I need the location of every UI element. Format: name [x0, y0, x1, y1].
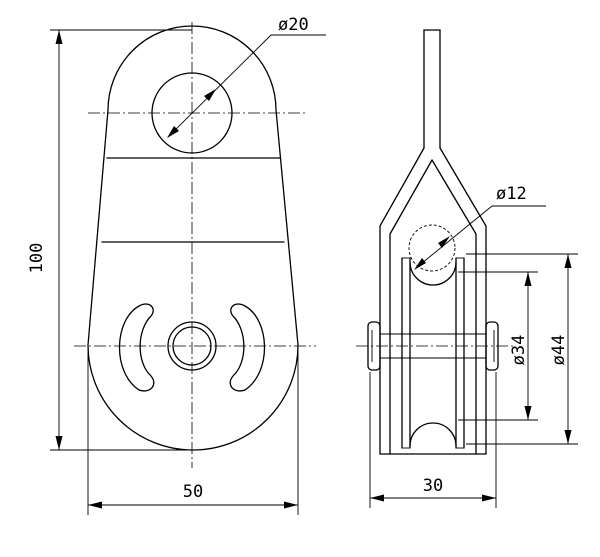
sheave-left-flange: [401, 257, 411, 449]
dimension-inner-diameter-34: [458, 271, 538, 421]
dimension-pin-diameter: [414, 205, 546, 270]
dimension-side-width-30: [369, 372, 497, 508]
side-plate-right-outer: [439, 147, 487, 455]
right-slot: [229, 303, 266, 392]
dimension-eye-diameter: [167, 34, 326, 138]
dimension-width-50: [87, 350, 299, 515]
cheek-plate-outline: [87, 25, 299, 451]
dimension-outer-diameter-44: [466, 253, 578, 445]
dimension-label-inner-diameter: ø34: [509, 335, 529, 366]
side-plate-right-inner: [431, 159, 477, 455]
dimension-label-pin-diameter: ø12: [496, 184, 527, 204]
dimension-label-width: 50: [183, 482, 203, 502]
left-slot: [118, 303, 155, 392]
dimension-height-100: [50, 29, 192, 451]
side-plate-left-outer: [379, 147, 425, 455]
sheave-right-flange: [455, 257, 465, 449]
dimension-label-height: 100: [27, 243, 47, 274]
sheave-groove-top: [409, 261, 457, 286]
dimension-label-eye-diameter: ø20: [278, 15, 309, 35]
sheave-groove-bottom: [409, 422, 457, 447]
side-view: [356, 29, 516, 455]
side-plate-left-inner: [389, 159, 433, 455]
front-view: [74, 22, 316, 468]
rope-hidden-circle: [408, 224, 456, 272]
dimension-label-outer-diameter: ø44: [549, 335, 569, 366]
dimension-label-side-width: 30: [423, 476, 443, 496]
